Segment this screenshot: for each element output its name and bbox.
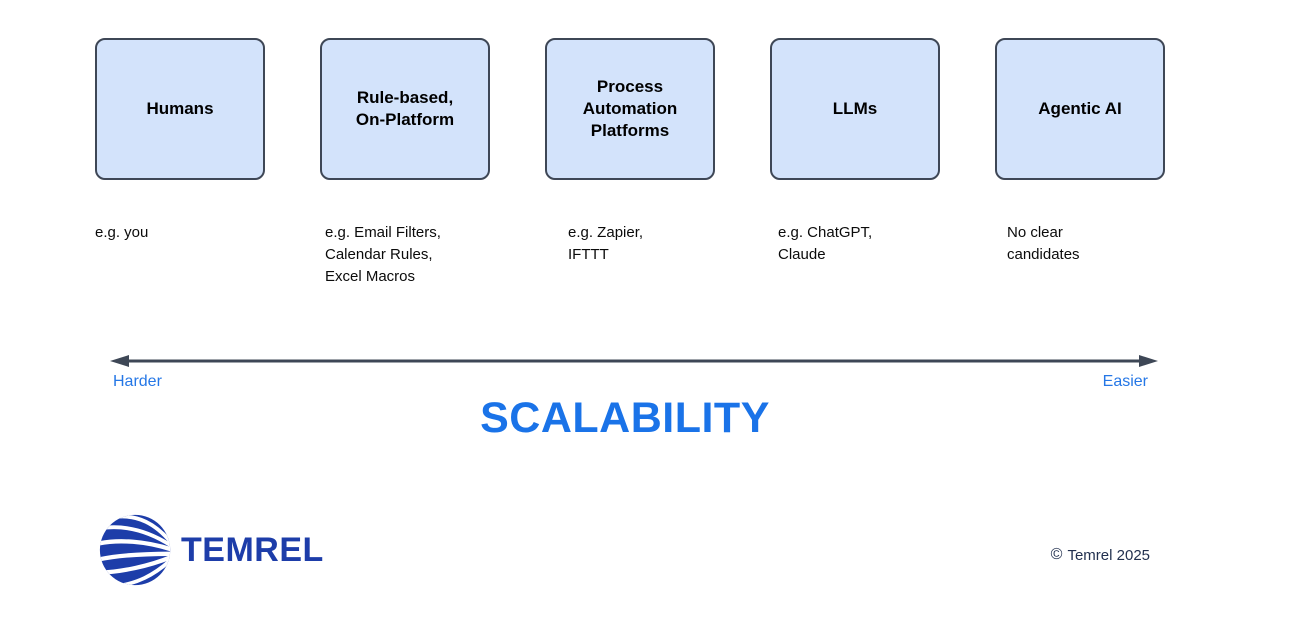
axis-label-easier: Easier (1102, 373, 1148, 390)
column-llms: LLMs e.g. ChatGPT, Claude (770, 38, 940, 288)
category-box-llms: LLMs (770, 38, 940, 180)
category-box-rule-based: Rule-based, On-Platform (320, 38, 490, 180)
double-headed-arrow-icon (110, 355, 1158, 367)
box-label: Rule-based, On-Platform (355, 88, 455, 129)
temrel-globe-icon (99, 514, 171, 586)
box-label: Agentic AI (1038, 99, 1122, 118)
scalability-arrow (110, 353, 1158, 369)
scalability-title: SCALABILITY (480, 394, 770, 442)
category-columns: Humans e.g. you Rule-based, On-Platform … (95, 38, 1165, 288)
copyright-icon: © (1050, 546, 1063, 563)
column-rule-based: Rule-based, On-Platform e.g. Email Filte… (320, 38, 490, 288)
column-process-automation: Process Automation Platforms e.g. Zapier… (545, 38, 715, 288)
box-label: Humans (146, 99, 214, 118)
brand-wordmark: TEMREL (181, 530, 324, 569)
example-caption: No clear candidates (1007, 224, 1080, 263)
category-box-process-automation: Process Automation Platforms (545, 38, 715, 180)
category-box-humans: Humans (95, 38, 265, 180)
example-caption: e.g. ChatGPT, Claude (778, 224, 873, 263)
copyright-text: Temrel 2025 (1067, 546, 1150, 564)
box-label: LLMs (832, 99, 878, 118)
axis-label-harder: Harder (113, 373, 162, 390)
example-caption: e.g. Email Filters, Calendar Rules, Exce… (325, 224, 441, 285)
category-box-agentic-ai: Agentic AI (995, 38, 1165, 180)
temrel-logo: TEMREL (98, 512, 324, 588)
example-caption: e.g. you (95, 224, 149, 241)
copyright-notice: © Temrel 2025 (1051, 546, 1150, 564)
column-agentic-ai: Agentic AI No clear candidates (995, 38, 1165, 288)
example-caption: e.g. Zapier, IFTTT (568, 224, 644, 263)
box-label: Process Automation Platforms (582, 77, 678, 140)
column-humans: Humans e.g. you (95, 38, 265, 288)
